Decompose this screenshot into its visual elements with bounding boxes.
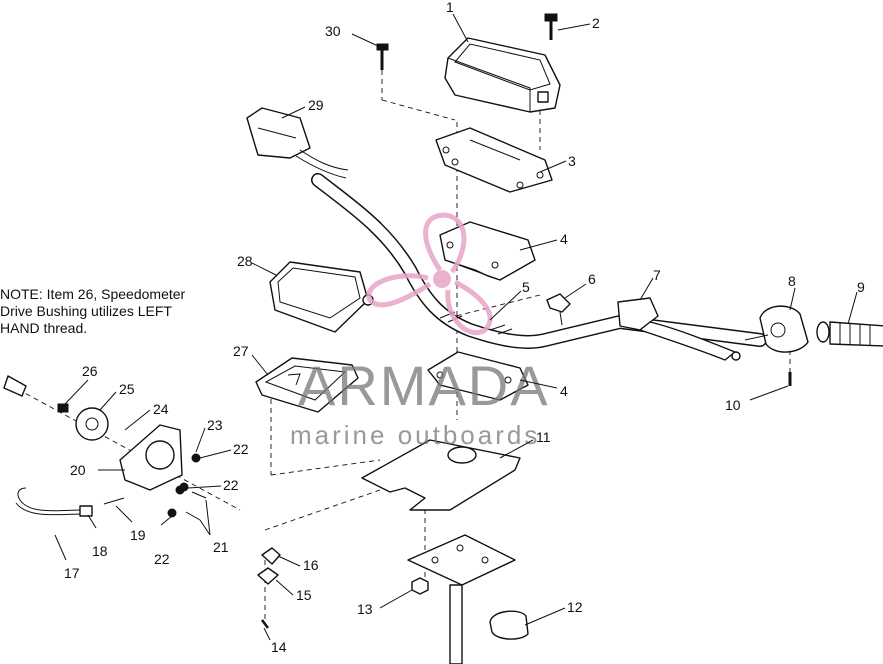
part-clamp-12 bbox=[489, 610, 529, 640]
part-throttle-housing bbox=[744, 305, 809, 353]
part-lower-clamp bbox=[427, 351, 529, 401]
part-instrument-cover bbox=[444, 37, 561, 113]
callout-29: 29 bbox=[308, 97, 324, 113]
speedometer-note: NOTE: Item 26, Speedometer Drive Bushing… bbox=[0, 286, 240, 337]
part-speedometer-drive bbox=[3, 375, 207, 521]
note-line-3: HAND thread. bbox=[0, 320, 88, 336]
part-nut-13 bbox=[411, 577, 429, 595]
callout-labels: 1 2 3 4 4 5 6 7 8 9 10 11 12 13 14 15 16… bbox=[64, 0, 865, 655]
callout-19: 19 bbox=[130, 527, 146, 543]
callout-22-bottom: 22 bbox=[154, 551, 170, 567]
callout-21: 21 bbox=[213, 539, 229, 555]
part-knob-6 bbox=[546, 293, 571, 326]
note-line-1: NOTE: Item 26, Speedometer bbox=[0, 286, 186, 302]
callout-2: 2 bbox=[592, 15, 600, 31]
callout-22-top: 22 bbox=[233, 441, 249, 457]
callout-1: 1 bbox=[446, 0, 454, 15]
callout-9: 9 bbox=[857, 279, 865, 295]
logo-petal-icon bbox=[423, 212, 467, 274]
part-brake-lever-assembly bbox=[617, 297, 741, 361]
leader-lines bbox=[54, 13, 858, 641]
part-bracket bbox=[361, 439, 521, 511]
callout-5: 5 bbox=[522, 279, 530, 295]
part-small-hardware-14-16 bbox=[257, 547, 281, 629]
callout-4-lower: 4 bbox=[560, 383, 568, 399]
callout-20: 20 bbox=[70, 462, 86, 478]
watermark-brand: ARMADA bbox=[298, 354, 550, 417]
callout-16: 16 bbox=[303, 557, 319, 573]
part-switch-housing bbox=[246, 107, 349, 179]
callout-28: 28 bbox=[237, 253, 253, 269]
callout-10: 10 bbox=[725, 397, 741, 413]
callout-13: 13 bbox=[357, 601, 373, 617]
watermark-logo bbox=[366, 212, 493, 335]
part-steering-post bbox=[407, 534, 516, 664]
part-bolt-2 bbox=[544, 13, 558, 40]
callout-30: 30 bbox=[325, 23, 341, 39]
callout-22-mid: 22 bbox=[223, 477, 239, 493]
callout-14: 14 bbox=[271, 639, 287, 655]
callout-7: 7 bbox=[653, 267, 661, 283]
part-handlebar bbox=[311, 173, 767, 349]
callout-15: 15 bbox=[296, 587, 312, 603]
part-speedometer-lower-housing bbox=[255, 357, 359, 413]
callout-26: 26 bbox=[82, 363, 98, 379]
callout-11: 11 bbox=[536, 429, 551, 445]
watermark-tagline: marine outboards bbox=[290, 420, 540, 450]
part-speedometer-gauge bbox=[269, 261, 374, 333]
callout-27: 27 bbox=[233, 343, 249, 359]
callout-6: 6 bbox=[588, 271, 596, 287]
callout-17: 17 bbox=[64, 565, 80, 581]
part-bolt-30 bbox=[376, 43, 389, 70]
callout-23: 23 bbox=[207, 417, 223, 433]
callout-12: 12 bbox=[567, 599, 583, 615]
callout-24: 24 bbox=[153, 401, 169, 417]
callout-8: 8 bbox=[788, 273, 796, 289]
callout-4-upper: 4 bbox=[560, 231, 568, 247]
part-grip bbox=[816, 321, 883, 347]
callout-25: 25 bbox=[119, 381, 135, 397]
callout-3: 3 bbox=[568, 153, 576, 169]
note-line-2: Drive Bushing utilizes LEFT bbox=[0, 303, 172, 319]
assembly-center-lines bbox=[9, 70, 791, 625]
part-mounting-plate bbox=[435, 127, 553, 193]
callout-18: 18 bbox=[92, 543, 108, 559]
